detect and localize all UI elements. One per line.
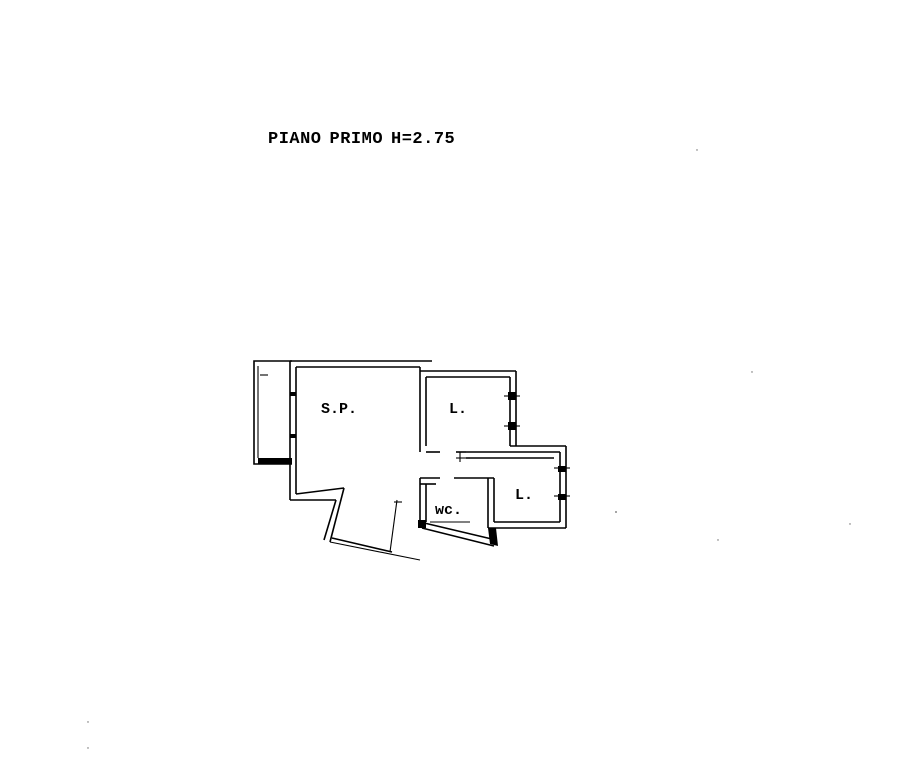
room-walls-wc [418, 452, 498, 547]
exterior-walls [289, 360, 432, 561]
room-walls-top-right [419, 367, 520, 453]
title-level: PRIMO [329, 130, 384, 149]
room-label-wc: wc. [435, 502, 462, 519]
floor-plan-title: PIANO PRIMO H=2.75 [268, 130, 455, 149]
scan-noise [87, 149, 851, 749]
title-floor: PIANO [268, 130, 322, 149]
room-label-soggiorno: S.P. [321, 401, 357, 418]
room-walls-lower-right [466, 445, 570, 529]
title-height: H=2.75 [391, 130, 456, 149]
room-label-lower-right: L. [515, 487, 533, 504]
room-label-top-right: L. [449, 401, 467, 418]
balcony [253, 360, 292, 465]
